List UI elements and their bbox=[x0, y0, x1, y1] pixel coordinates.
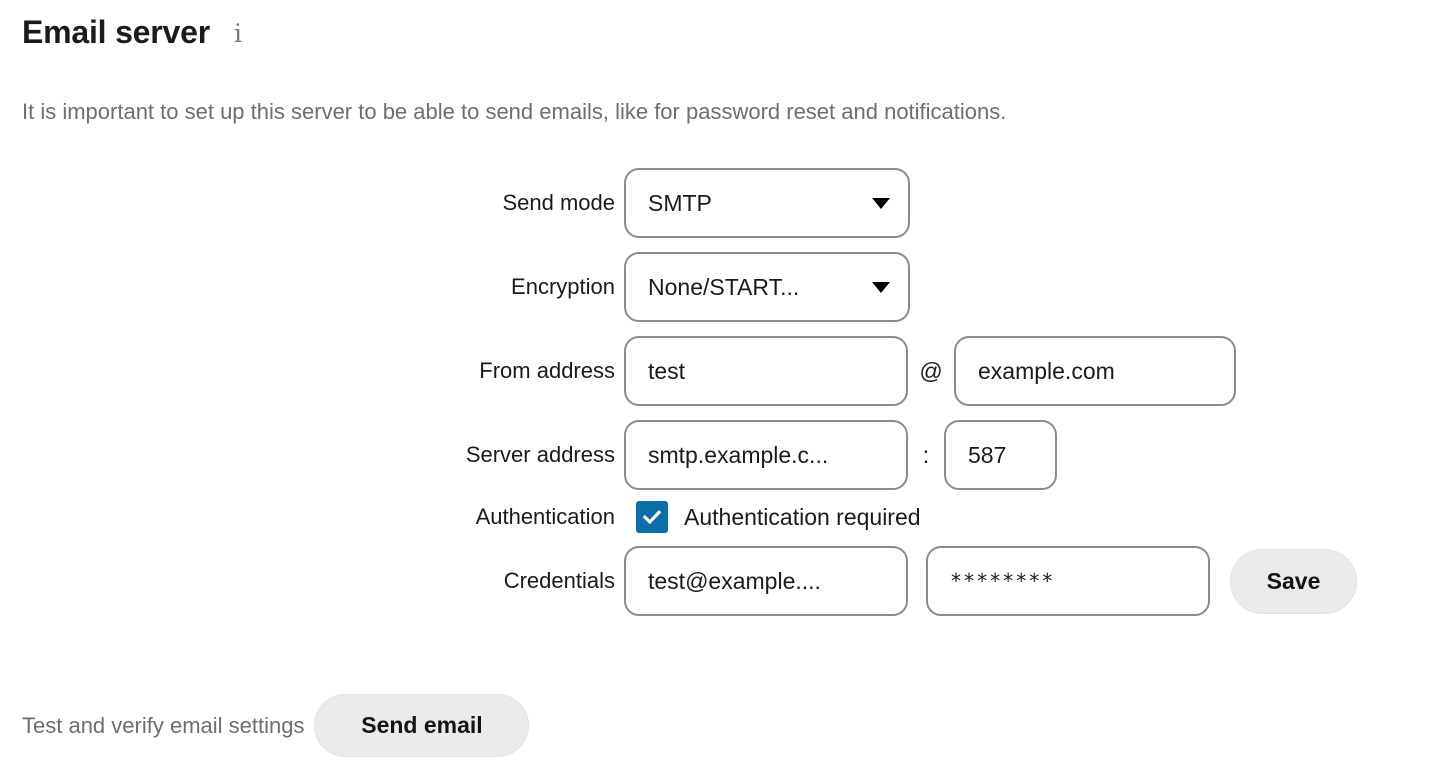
send-mode-label: Send mode bbox=[502, 190, 615, 215]
page-header: Email server i bbox=[22, 16, 242, 48]
test-email-label: Test and verify email settings bbox=[22, 712, 305, 738]
row-server-address: Server address smtp.example.c... : 587 bbox=[0, 420, 1448, 490]
row-authentication: Authentication Authentication required bbox=[0, 496, 1448, 538]
send-mode-select[interactable]: SMTP bbox=[624, 168, 910, 238]
page-subtitle: It is important to set up this server to… bbox=[22, 99, 1007, 124]
encryption-label: Encryption bbox=[511, 274, 615, 299]
colon-separator: : bbox=[922, 441, 930, 468]
server-address-host-input[interactable]: smtp.example.c... bbox=[624, 420, 908, 490]
authentication-required-label: Authentication required bbox=[684, 503, 921, 530]
encryption-value: None/START... bbox=[648, 273, 800, 300]
encryption-select[interactable]: None/START... bbox=[624, 252, 910, 322]
footer-test-row: Test and verify email settings Send emai… bbox=[22, 694, 530, 757]
from-address-domain-input[interactable]: example.com bbox=[954, 336, 1236, 406]
credentials-label: Credentials bbox=[503, 568, 615, 593]
row-encryption: Encryption None/START... bbox=[0, 252, 1448, 322]
credentials-password-input[interactable]: ******** bbox=[926, 546, 1210, 616]
from-address-label: From address bbox=[479, 358, 615, 383]
row-credentials: Credentials test@example.... ******** Sa… bbox=[0, 546, 1448, 616]
server-address-port-input[interactable]: 587 bbox=[944, 420, 1057, 490]
from-address-user-input[interactable]: test bbox=[624, 336, 908, 406]
chevron-down-icon bbox=[872, 281, 890, 293]
save-button[interactable]: Save bbox=[1230, 548, 1357, 614]
row-from-address: From address test @ example.com bbox=[0, 336, 1448, 406]
send-mode-value: SMTP bbox=[648, 189, 712, 216]
info-icon[interactable]: i bbox=[233, 18, 242, 48]
chevron-down-icon bbox=[872, 197, 890, 209]
row-send-mode: Send mode SMTP bbox=[0, 168, 1448, 238]
page-title: Email server bbox=[22, 14, 210, 50]
server-address-label: Server address bbox=[465, 442, 615, 467]
credentials-username-input[interactable]: test@example.... bbox=[624, 546, 908, 616]
authentication-label: Authentication bbox=[475, 504, 615, 529]
email-server-form: Send mode SMTP Encryption None/START... … bbox=[0, 168, 1448, 630]
authentication-required-checkbox[interactable] bbox=[636, 501, 668, 533]
send-email-button[interactable]: Send email bbox=[314, 694, 530, 757]
at-separator: @ bbox=[919, 357, 943, 384]
checkmark-icon bbox=[642, 510, 662, 525]
